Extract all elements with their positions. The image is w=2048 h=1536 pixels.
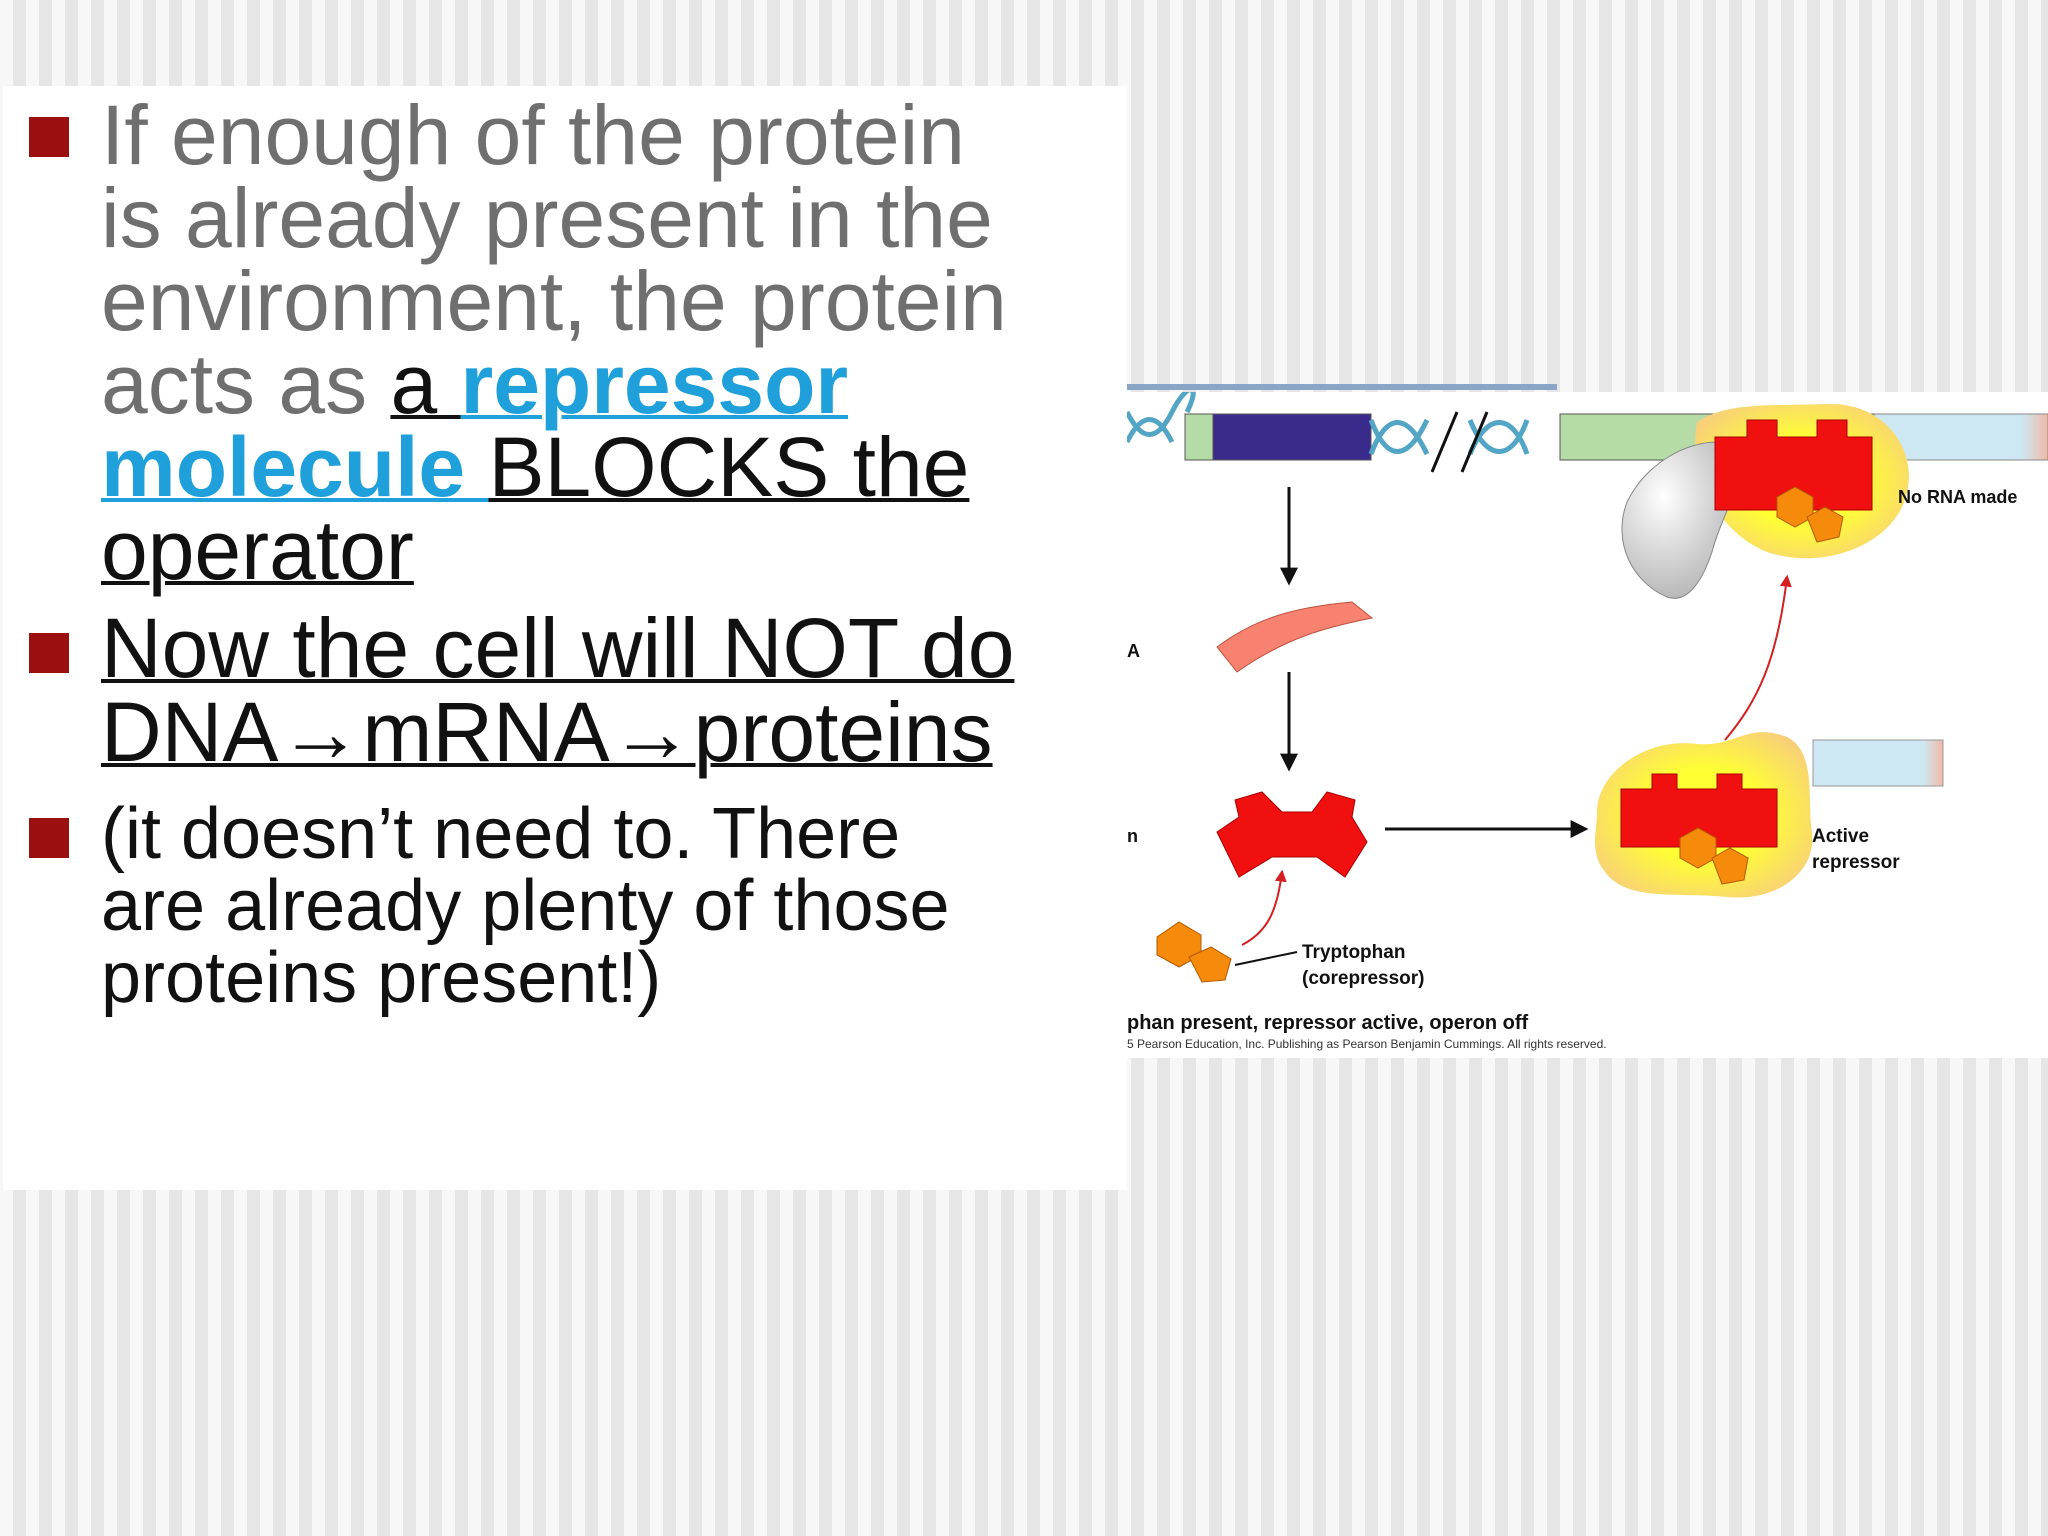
highlight-molecule: molecule xyxy=(101,420,489,514)
label-repressor: repressor xyxy=(1812,852,1900,873)
bullet-square-icon xyxy=(29,818,69,858)
dna-helix-middle xyxy=(1368,418,1530,456)
bullet3-line3: proteins present!) xyxy=(101,938,662,1018)
bullet-square-icon xyxy=(29,633,69,673)
bullet1-line6: operator xyxy=(101,503,414,597)
inactive-repressor-shape xyxy=(1216,791,1368,878)
trp-gene-region xyxy=(1873,413,2048,461)
highlight-repressor: repressor xyxy=(460,337,849,431)
label-corepressor: (corepressor) xyxy=(1302,968,1425,989)
bullet-text-2: Now the cell will NOT do DNA→mRNA→protei… xyxy=(101,606,1131,774)
label-no-rna-made: No RNA made xyxy=(1898,487,2017,507)
label-tryptophan: Tryptophan xyxy=(1302,942,1405,963)
arrow-tryptophan-binds xyxy=(1241,869,1287,946)
bullet1-line1: If enough of the protein xyxy=(101,88,965,182)
mrna-strand-shape xyxy=(1216,601,1374,673)
decorative-rule xyxy=(1127,384,1557,390)
bullet3-line2: are already plenty of those xyxy=(101,866,950,946)
promoter-segment xyxy=(1184,413,1214,461)
bullet2-line1: Now the cell will NOT do xyxy=(101,601,1015,695)
bullet2-line2: DNA→mRNA→proteins xyxy=(101,685,993,779)
repressor-gene-segment xyxy=(1212,413,1372,461)
bullet1-line4-plain: acts as xyxy=(101,337,391,431)
label-cut-a: A xyxy=(1127,641,1140,661)
bullet1-line5-rest: BLOCKS the xyxy=(488,420,970,514)
bullet3-line1: (it doesn’t need to. There xyxy=(101,794,901,874)
label-cut-n: n xyxy=(1127,826,1138,846)
figure-copyright: 5 Pearson Education, Inc. Publishing as … xyxy=(1127,1037,1607,1051)
bullet1-line3: environment, the protein xyxy=(101,254,1007,348)
bullet-square-icon xyxy=(29,117,69,157)
operon-figure: No RNA made Tryptophan (corepressor) Act… xyxy=(1127,392,2048,1058)
arrow-repressor-binds-operator xyxy=(1724,574,1792,741)
active-repressor-complex xyxy=(1595,732,1813,898)
bound-repressor-complex xyxy=(1621,403,1909,599)
tryptophan-ring-2 xyxy=(1188,946,1232,983)
bullet1-line2: is already present in the xyxy=(101,171,993,265)
bullet-text-3: (it doesn’t need to. There are already p… xyxy=(101,798,1131,1014)
figure-caption: ­phan present, repressor active, operon … xyxy=(1127,1012,1529,1034)
operator-free-region xyxy=(1812,739,1944,787)
bullet1-line4-a: a xyxy=(390,337,461,431)
label-active: Active xyxy=(1812,826,1869,847)
operon-diagram: No RNA made Tryptophan (corepressor) Act… xyxy=(1127,392,2048,1051)
tryptophan-leader-line xyxy=(1234,951,1298,966)
dna-break-icon xyxy=(1430,411,1489,473)
slide-text-panel: If enough of the protein is already pres… xyxy=(3,86,1127,1190)
dna-helix-left xyxy=(1127,392,1196,444)
bullet-text-1: If enough of the protein is already pres… xyxy=(101,93,1131,592)
